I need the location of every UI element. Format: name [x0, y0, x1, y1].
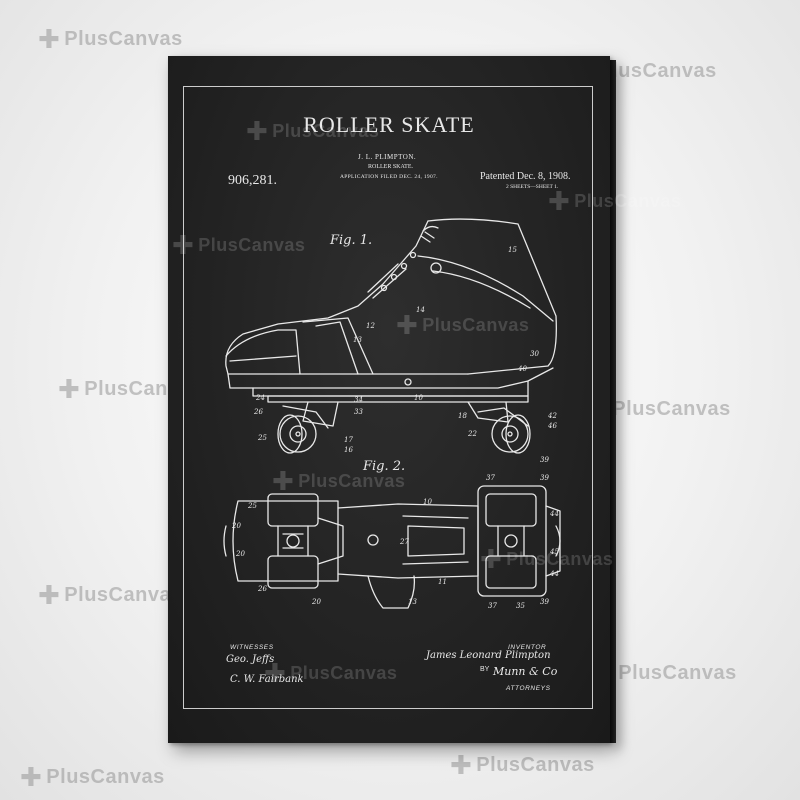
skate-bottom-view: [224, 486, 560, 608]
svg-text:27: 27: [399, 538, 409, 546]
svg-text:18: 18: [458, 412, 467, 420]
svg-text:11: 11: [438, 578, 447, 586]
watermark: ✚PlusCanvas: [38, 582, 183, 608]
svg-text:10: 10: [423, 498, 432, 506]
svg-text:35: 35: [516, 602, 525, 610]
inventor-signature: James Leonard Plimpton: [426, 650, 551, 661]
watermark: ✚PlusCanvas: [20, 764, 165, 790]
plus-logo-icon: ✚: [38, 582, 60, 608]
svg-text:42: 42: [547, 412, 557, 420]
attorneys-label: ATTORNEYS: [506, 685, 551, 692]
svg-text:26: 26: [257, 585, 267, 593]
svg-text:13: 13: [353, 336, 362, 344]
svg-text:40: 40: [517, 365, 527, 373]
svg-text:17: 17: [344, 436, 353, 444]
svg-text:34: 34: [354, 396, 363, 404]
watermark: ✚PlusCanvas: [38, 26, 183, 52]
svg-text:14: 14: [416, 306, 425, 314]
plus-logo-icon: ✚: [450, 752, 472, 778]
plus-logo-icon: ✚: [38, 26, 60, 52]
svg-text:26: 26: [253, 408, 263, 416]
patent-drawing: 15 14 12 13 3040 24 26 25 34 33 17 16 10 18 22 42 4…: [168, 56, 610, 743]
svg-text:12: 12: [366, 322, 375, 330]
svg-text:25: 25: [257, 434, 267, 442]
svg-text:20: 20: [235, 550, 245, 558]
plus-logo-icon: ✚: [58, 376, 80, 402]
plus-logo-icon: ✚: [20, 764, 42, 790]
skate-side-view: [226, 219, 557, 453]
svg-text:44: 44: [549, 510, 559, 518]
svg-text:25: 25: [247, 502, 257, 510]
svg-text:22: 22: [467, 430, 477, 438]
svg-text:39: 39: [540, 598, 549, 606]
svg-text:16: 16: [344, 446, 353, 454]
svg-text:37: 37: [488, 602, 497, 610]
witnesses-label: WITNESSES: [230, 644, 274, 651]
witness-signature: C. W. Fairbank: [230, 674, 304, 685]
svg-text:10: 10: [414, 394, 423, 402]
svg-text:13: 13: [408, 598, 417, 606]
attorney-signature: Munn & Co: [493, 665, 557, 678]
canvas-side-edge: [610, 60, 616, 743]
svg-text:33: 33: [354, 408, 363, 416]
witness-signature: Geo. Jeffs: [226, 654, 274, 665]
svg-text:15: 15: [508, 246, 517, 254]
svg-text:39: 39: [540, 456, 549, 464]
canvas-print: ROLLER SKATE J. L. PLIMPTON. ROLLER SKAT…: [168, 56, 610, 743]
watermark: ✚PlusCanvas: [450, 752, 595, 778]
svg-text:20: 20: [231, 522, 241, 530]
svg-text:45: 45: [549, 548, 559, 556]
svg-text:24: 24: [255, 394, 265, 402]
svg-text:39: 39: [540, 474, 549, 482]
svg-text:30: 30: [530, 350, 539, 358]
svg-text:46: 46: [547, 422, 557, 430]
svg-text:44: 44: [549, 570, 559, 578]
svg-text:37: 37: [486, 474, 495, 482]
by-label: BY: [480, 666, 489, 673]
svg-text:20: 20: [311, 598, 321, 606]
